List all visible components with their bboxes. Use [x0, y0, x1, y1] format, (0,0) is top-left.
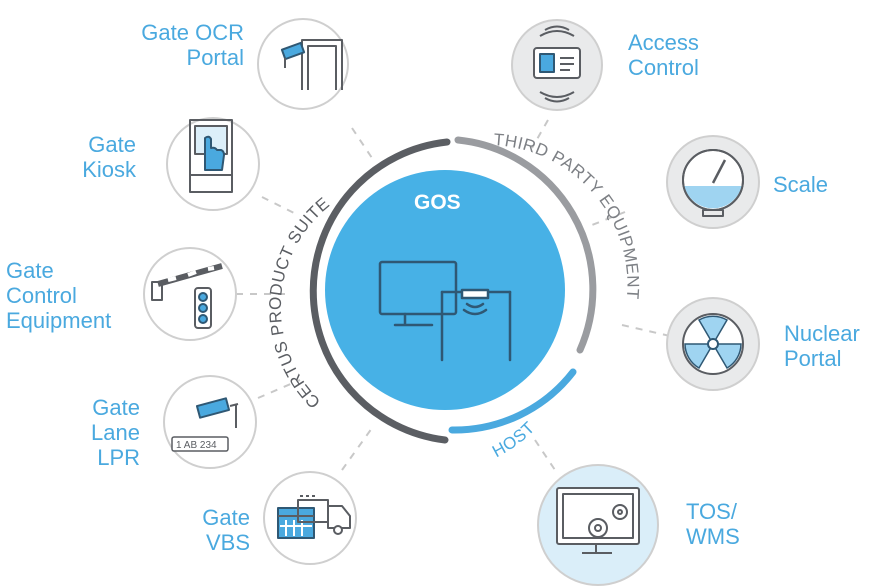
id-card-icon [533, 25, 581, 103]
monitor-gate-icon [378, 260, 512, 362]
node-access-control [511, 19, 603, 111]
scale-gauge-icon [682, 149, 744, 217]
label-scale: Scale [773, 172, 829, 197]
node-gate-control-equipment [143, 247, 237, 341]
barrier-traffic-light-icon [151, 263, 223, 329]
arc-third-party-equipment [454, 136, 597, 354]
license-plate-text: 1 AB 234 [176, 440, 217, 451]
label-access-control: Access Control [628, 30, 699, 80]
ocr-portal-icon [280, 39, 343, 90]
node-gate-lane-lpr: 1 AB 234 [163, 375, 257, 469]
label-gate-ocr-portal: Gate OCR Portal [141, 20, 244, 70]
node-gate-vbs [263, 471, 357, 565]
label-gate-kiosk: Gate Kiosk [82, 132, 136, 182]
arc-host [448, 368, 577, 434]
node-gate-ocr-portal [257, 18, 349, 110]
node-tos-wms [537, 464, 659, 586]
label-tos-wms: TOS/ WMS [686, 499, 740, 549]
arc-label-certus: CERTUS PRODUCT SUITE [266, 194, 334, 413]
node-scale [666, 135, 760, 229]
label-gate-vbs: Gate VBS [202, 505, 250, 555]
node-gate-kiosk [166, 117, 260, 211]
label-gate-control-equipment: Gate Control Equipment [6, 258, 112, 333]
node-nuclear-portal [666, 297, 760, 391]
connector-lines [236, 119, 671, 471]
lpr-camera-icon: 1 AB 234 [171, 397, 239, 452]
gos-title: GOS [414, 191, 461, 214]
vbs-truck-calendar-icon [277, 495, 351, 539]
tos-monitor-gears-icon [556, 487, 640, 554]
gos-center-circle [325, 170, 565, 410]
radiation-icon [682, 313, 744, 375]
label-nuclear-portal: Nuclear Portal [784, 321, 860, 371]
kiosk-icon [189, 119, 233, 193]
arc-certus-product-suite [309, 138, 451, 444]
label-gate-lane-lpr: Gate Lane LPR [91, 395, 140, 470]
